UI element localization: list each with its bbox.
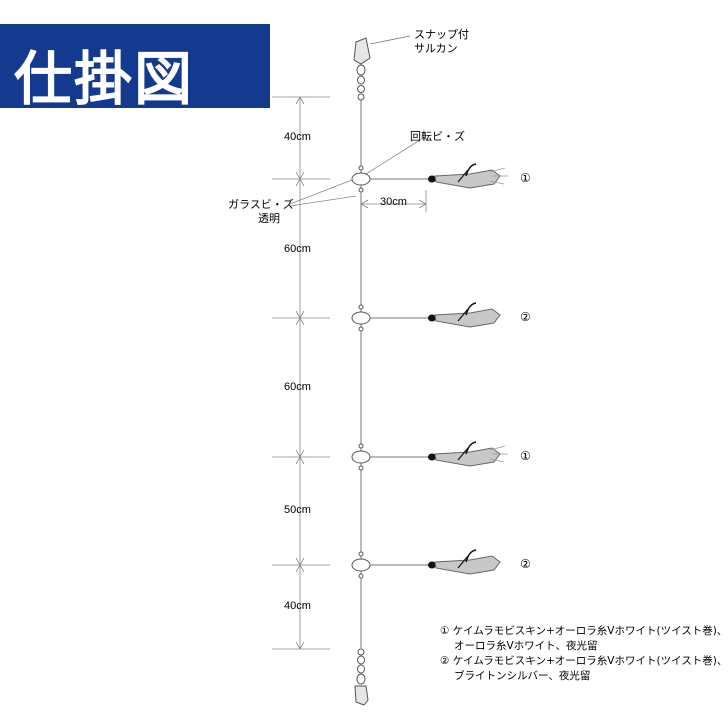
branch-2 — [351, 302, 501, 332]
segment-label-5: 40cm — [284, 600, 311, 612]
lure-number-1: ① — [520, 171, 531, 185]
legend-line-2: オーロラ糸Vホワイト、夜光留 — [454, 640, 598, 652]
page-title: 仕掛図 — [14, 45, 195, 113]
snap-label-line1: スナップ付 — [414, 28, 469, 41]
branch-dimension — [360, 190, 427, 212]
lure-number-2: ② — [520, 310, 531, 324]
branch-3 — [351, 441, 508, 471]
segment-label-1: 40cm — [284, 131, 311, 143]
branch-length-label: 30cm — [380, 196, 407, 208]
lure-number-4: ② — [520, 557, 531, 571]
lure-number-3: ① — [520, 449, 531, 463]
dimension-line — [272, 96, 330, 650]
glass-beads-label-line1: ガラスビ・ズ — [228, 198, 294, 211]
legend-line-4: ブライトンシルバー、夜光留 — [454, 670, 591, 682]
segment-label-3: 60cm — [284, 381, 311, 393]
snap-leader-line — [369, 35, 411, 45]
snap-label-line2: サルカン — [414, 42, 458, 55]
legend-line-1: ① ケイムラモビスキン+オーロラ糸Vホワイト(ツイスト巻)、 — [440, 625, 728, 637]
legend: ① ケイムラモビスキン+オーロラ糸Vホワイト(ツイスト巻)、 オーロラ糸Vホワイ… — [440, 624, 727, 684]
glass-beads-label-line2: 透明 — [258, 212, 280, 225]
snap-swivel-bottom — [354, 648, 369, 706]
label-leaders — [289, 139, 421, 207]
rotating-beads-label: 回転ビ・ズ — [410, 130, 465, 143]
branch-4 — [351, 549, 501, 579]
legend-line-3: ② ケイムラモビスキン+オーロラ糸Vホワイト(ツイスト巻)、 — [440, 655, 728, 667]
segment-label-2: 60cm — [284, 243, 311, 255]
segment-label-4: 50cm — [284, 504, 311, 516]
branch-1 — [351, 163, 508, 193]
title-banner: 仕掛図 — [0, 24, 270, 113]
snap-swivel-top — [353, 37, 371, 101]
